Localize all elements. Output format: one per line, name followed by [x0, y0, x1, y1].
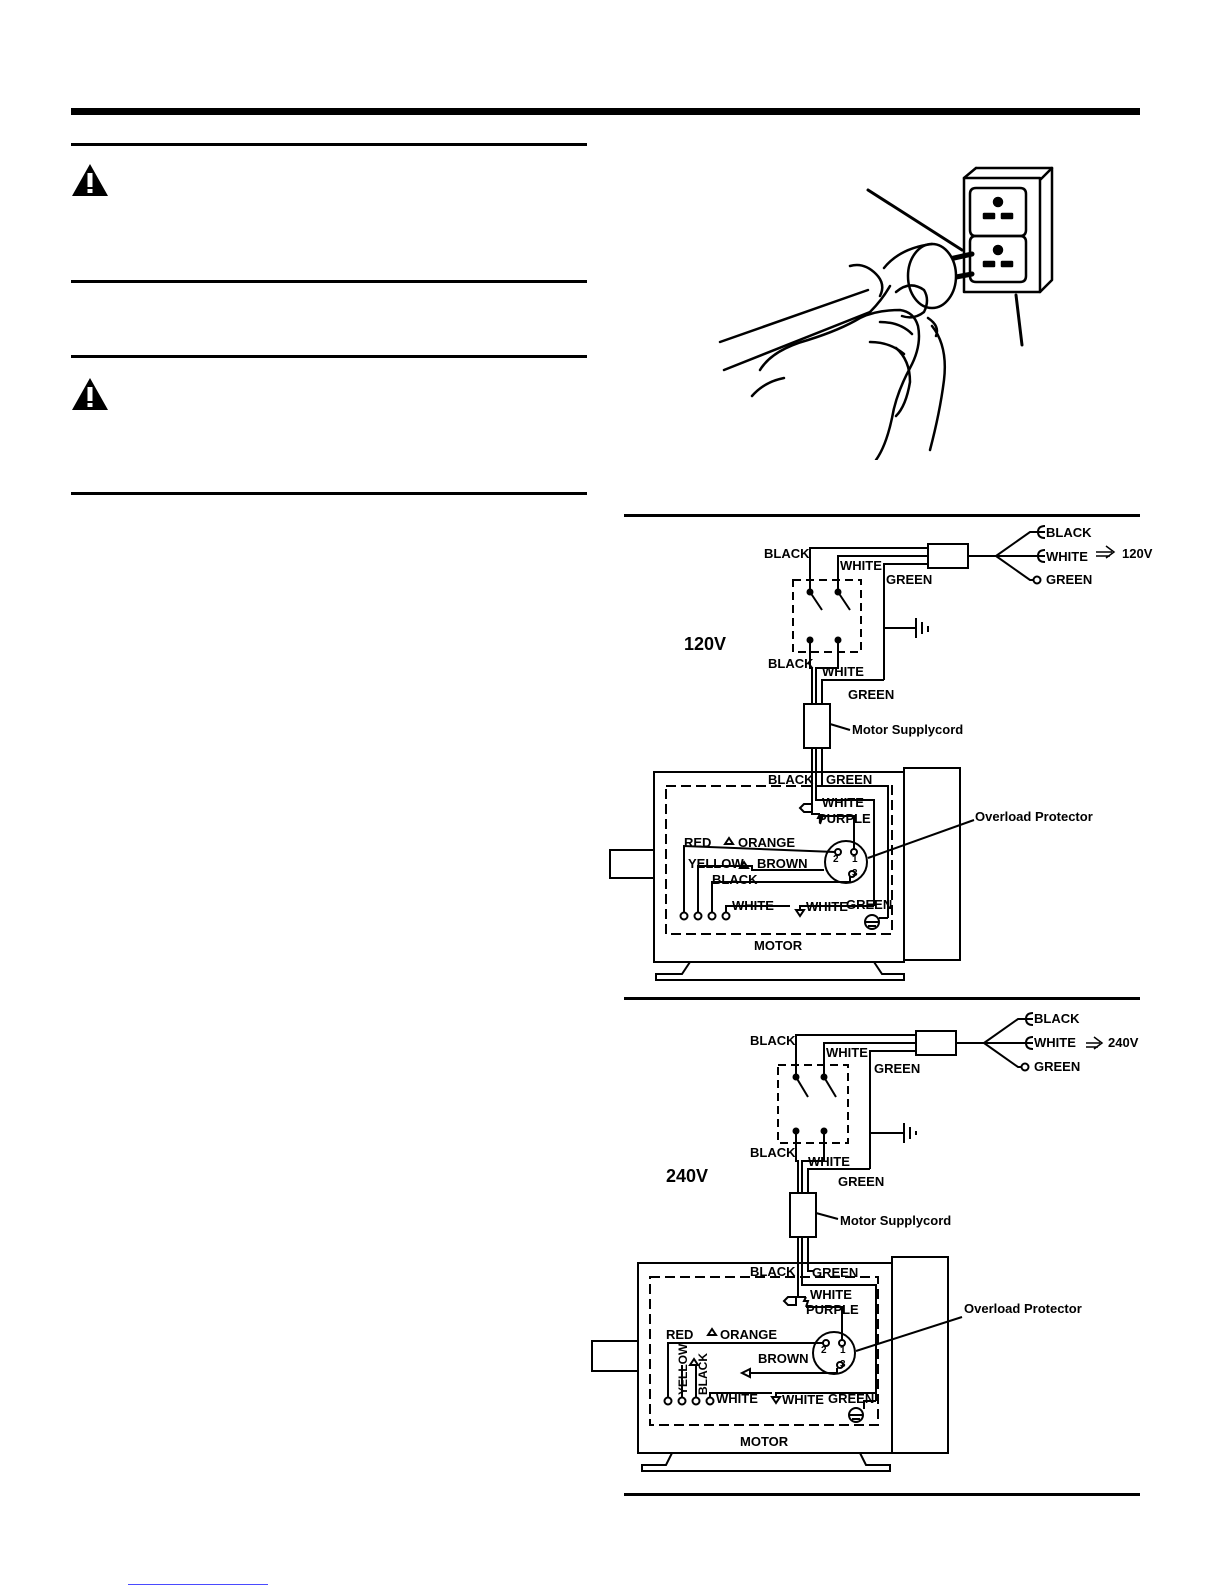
overload-protector-label: Overload Protector [964, 1301, 1082, 1316]
wire-green: GREEN [828, 1391, 874, 1406]
label-green-supply: GREEN [874, 1061, 920, 1076]
header-rule [71, 108, 1140, 115]
wire-white-1: WHITE [732, 898, 774, 913]
label-white-supply: WHITE [826, 1045, 868, 1060]
terminal-1: 1 [840, 1345, 846, 1356]
motor-black: BLACK [768, 772, 814, 787]
warning-icon [72, 378, 108, 410]
section-rule-2 [71, 280, 587, 283]
motor-label: MOTOR [754, 938, 803, 953]
wire-orange: ORANGE [738, 835, 795, 850]
plug-white: WHITE [1034, 1035, 1076, 1050]
plug-green: GREEN [1046, 572, 1092, 587]
label-green-supply: GREEN [886, 572, 932, 587]
wire-white-2: WHITE [782, 1392, 824, 1407]
plug-black: BLACK [1034, 1011, 1080, 1026]
label-white-supply: WHITE [840, 558, 882, 573]
plug-green: GREEN [1034, 1059, 1080, 1074]
motor-label: MOTOR [740, 1434, 789, 1449]
terminal-3: 3 [840, 1359, 846, 1370]
label-green-out: GREEN [848, 687, 894, 702]
wire-black: BLACK [696, 1353, 710, 1395]
terminal-1: 1 [852, 854, 858, 865]
wire-white-1: WHITE [716, 1391, 758, 1406]
wiring-diagram-240v: BLACK WHITE GREEN BLACK WHITE GREEN 240V… [591, 1011, 1139, 1472]
diagram-rule-top [624, 514, 1140, 517]
wire-red: RED [666, 1327, 693, 1342]
wire-white-2: WHITE [806, 899, 848, 914]
wire-green: GREEN [846, 897, 892, 912]
voltage-arrow-label: 120V [1122, 546, 1153, 561]
motor-purple: PURPLE [818, 811, 871, 826]
plug-black: BLACK [1046, 525, 1092, 540]
label-white-out: WHITE [808, 1154, 850, 1169]
wire-yellow: YELLOW [676, 1343, 690, 1395]
motor-white: WHITE [822, 795, 864, 810]
terminal-2: 2 [833, 854, 839, 865]
wire-black: BLACK [712, 872, 758, 887]
terminal-2: 2 [821, 1345, 827, 1356]
diagram-title-120v: 120V [684, 634, 726, 654]
wire-brown: BROWN [758, 1351, 809, 1366]
voltage-arrow-label: 240V [1108, 1035, 1139, 1050]
label-green-out: GREEN [838, 1174, 884, 1189]
section-rule-3 [71, 355, 587, 358]
motor-green: GREEN [812, 1265, 858, 1280]
terminal-3: 3 [852, 868, 858, 879]
section-rule-4 [71, 492, 587, 495]
overload-protector-label: Overload Protector [975, 809, 1093, 824]
wire-red: RED [684, 835, 711, 850]
wiring-diagram-120v: BLACK WHITE GREEN BLACK WHITE GREEN 120V… [609, 525, 1153, 981]
diagram-title-240v: 240V [666, 1166, 708, 1186]
supplycord-label: Motor Supplycord [840, 1213, 951, 1228]
plug-outlet-illustration [718, 166, 1054, 460]
label-black-out: BLACK [750, 1145, 796, 1160]
label-black-supply: BLACK [750, 1033, 796, 1048]
wire-brown: BROWN [757, 856, 808, 871]
label-black-out: BLACK [768, 656, 814, 671]
diagram-rule-middle [624, 997, 1140, 1000]
section-rule-1 [71, 143, 587, 146]
label-white-out: WHITE [822, 664, 864, 679]
plug-white: WHITE [1046, 549, 1088, 564]
supplycord-label: Motor Supplycord [852, 722, 963, 737]
warning-icon [72, 164, 108, 196]
label-black-supply: BLACK [764, 546, 810, 561]
motor-black: BLACK [750, 1264, 796, 1279]
wire-yellow: YELLOW [688, 856, 744, 871]
diagram-rule-bottom [624, 1493, 1140, 1496]
motor-white: WHITE [810, 1287, 852, 1302]
wire-orange: ORANGE [720, 1327, 777, 1342]
motor-purple: PURPLE [806, 1302, 859, 1317]
motor-green: GREEN [826, 772, 872, 787]
